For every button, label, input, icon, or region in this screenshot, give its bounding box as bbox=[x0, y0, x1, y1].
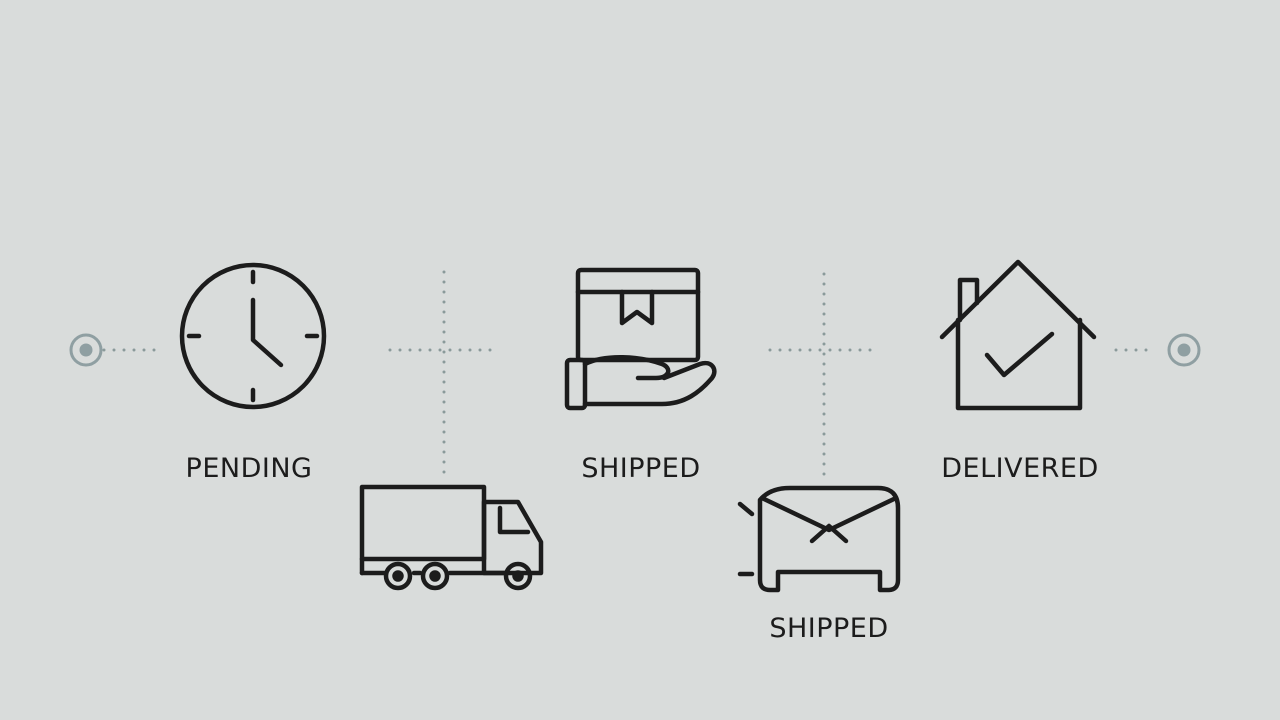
timeline-connectors bbox=[102, 270, 1152, 478]
step-label-pending: PENDING bbox=[185, 453, 313, 484]
step-label-shipped-secondary: SHIPPED bbox=[769, 613, 889, 644]
delivery-truck-icon bbox=[359, 484, 544, 591]
step-label-shipped: SHIPPED bbox=[581, 453, 701, 484]
box-in-hand-icon bbox=[564, 267, 717, 411]
clock-icon bbox=[179, 262, 327, 410]
open-box-icon bbox=[737, 485, 901, 593]
start-endpoint-icon bbox=[69, 333, 103, 367]
house-check-icon bbox=[939, 259, 1097, 411]
step-label-delivered: DELIVERED bbox=[941, 453, 1099, 484]
end-endpoint-icon bbox=[1167, 333, 1201, 367]
